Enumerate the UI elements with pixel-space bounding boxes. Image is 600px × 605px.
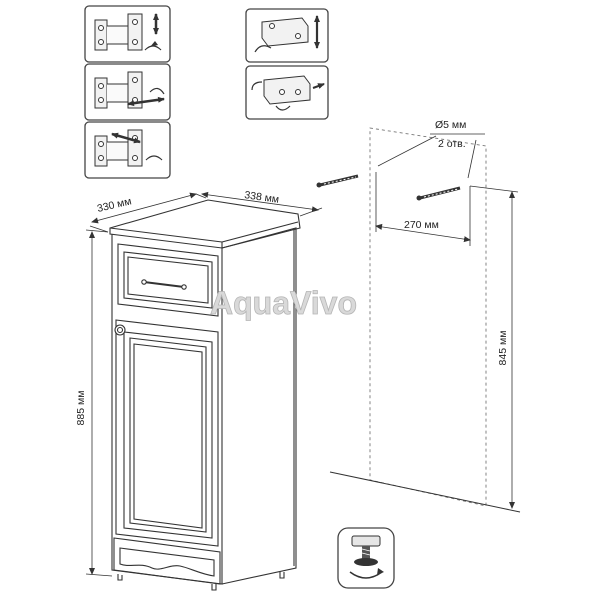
dim-hole-height (469, 185, 519, 509)
screw-right (416, 186, 461, 201)
hinge-depth-adjust-icon (94, 71, 165, 109)
bracket-adjust-panel-2 (245, 65, 329, 120)
dim-hole-spacing (375, 172, 471, 246)
hole-leader-lines (377, 133, 485, 179)
hole-count-label: 2 отв. (438, 138, 466, 150)
hole-spacing-label: 270 мм (404, 219, 439, 231)
hinge-side-adjust-icon (94, 129, 163, 167)
adjustable-foot-icon (349, 535, 384, 579)
hole-height-label: 845 мм (497, 331, 509, 366)
drawer-handle (141, 279, 187, 290)
hole-diameter-label: Ø5 мм (435, 119, 466, 131)
hinge-adjust-panel-1 (84, 5, 171, 63)
width-label: 338 мм (244, 189, 280, 206)
dim-width (201, 191, 323, 217)
hanging-bracket-depth-icon (251, 75, 325, 111)
hanging-bracket-vertical-icon (254, 15, 320, 53)
leveler-panel (337, 527, 395, 589)
depth-label: 330 мм (96, 195, 133, 215)
drawer (117, 243, 219, 317)
wall-outline (369, 127, 487, 507)
hinge-adjust-panel-3 (84, 121, 171, 179)
watermark: AquaVivo (210, 285, 357, 321)
bracket-adjust-panel-1 (245, 8, 329, 63)
hinge-vertical-adjust-icon (94, 13, 162, 51)
floor-line (329, 471, 521, 513)
door (114, 319, 219, 547)
door-knob (114, 324, 126, 336)
height-label: 885 мм (75, 391, 87, 426)
plinth (113, 537, 221, 585)
screw-left (316, 174, 359, 188)
dim-height (85, 229, 113, 577)
hinge-adjust-panel-2 (84, 63, 171, 121)
cabinet (109, 199, 301, 591)
